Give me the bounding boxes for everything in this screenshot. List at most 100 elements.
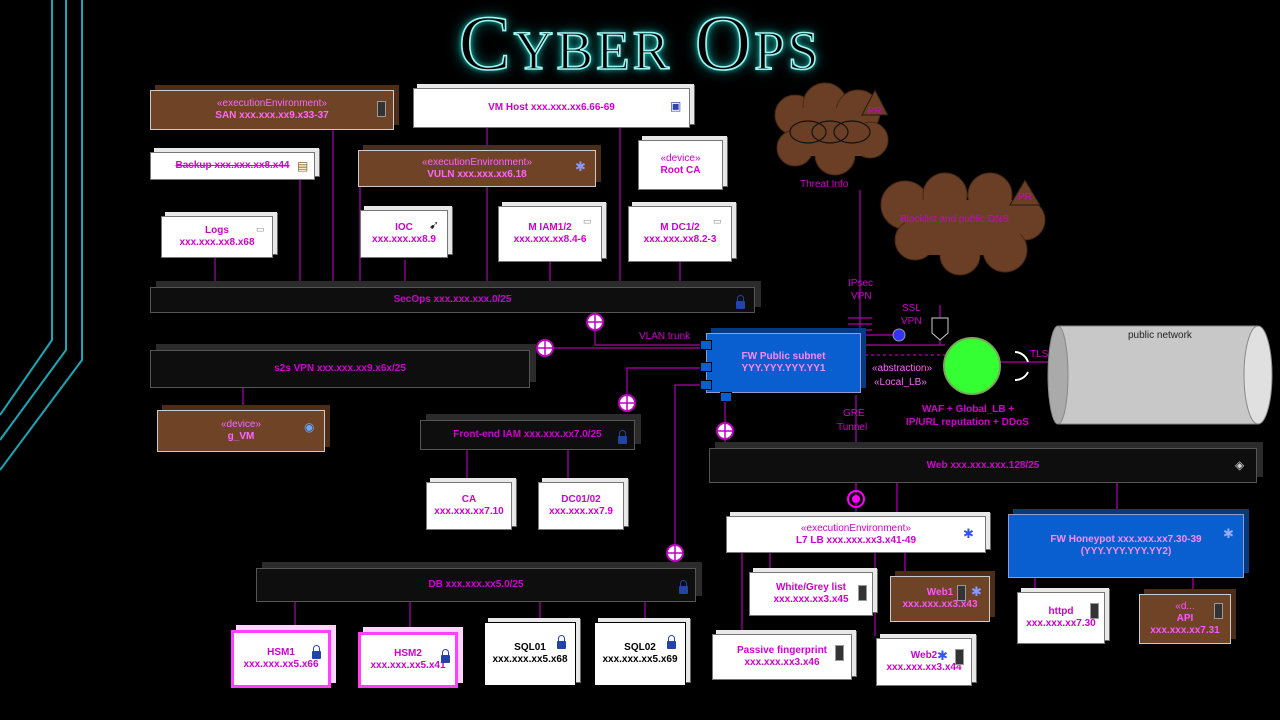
- root-ca-name: Root CA: [660, 165, 701, 176]
- backup-node[interactable]: Backup xxx.xxx.xx8.x44 ▤: [150, 152, 315, 180]
- logs-name: Logs: [205, 225, 229, 236]
- dc0102-ip: xxx.xxx.xx7.9: [549, 506, 613, 517]
- server-icon: [957, 585, 966, 601]
- gre-label-2: Tunnel: [837, 422, 868, 433]
- m-iam-ip: xxx.xxx.xx8.4-6: [513, 234, 587, 245]
- web2-ip: xxx.xxx.xx3.x44: [886, 662, 962, 673]
- decorative-lines: [0, 0, 83, 471]
- vm-icon: ▣: [670, 99, 682, 113]
- g-vm-stereotype: «device»: [220, 419, 262, 430]
- m-iam-name: M IAM1/2: [528, 222, 572, 233]
- globe-icon: ◉: [304, 420, 315, 434]
- fw-public-name: FW Public subnet: [741, 351, 826, 362]
- blacklist-cloud: [880, 172, 1046, 276]
- gear-icon: ✱: [1223, 526, 1234, 541]
- cursor-icon: ➹: [429, 218, 440, 232]
- vuln-node[interactable]: «executionEnvironment»VULN xxx.xxx.xx6.1…: [358, 150, 596, 187]
- root-ca-node[interactable]: «device»Root CA: [638, 140, 723, 190]
- web2-name: Web2: [910, 650, 938, 661]
- server-icon: [1090, 603, 1099, 619]
- logs-ip: xxx.xxx.xx8.x68: [179, 237, 255, 248]
- network-icon: ▭: [583, 216, 592, 226]
- fw-port-4: [720, 392, 732, 402]
- web1-name: Web1: [926, 587, 954, 598]
- vuln-name: VULN xxx.xxx.xx6.18: [427, 168, 527, 180]
- server-icon: [858, 585, 867, 601]
- ipsec-label-2: VPN: [851, 291, 872, 302]
- sql01-ip: xxx.xxx.xx5.x68: [492, 654, 568, 665]
- passive-fingerprint-name: Passive fingerprint: [736, 645, 828, 656]
- gear-icon: ✱: [963, 526, 974, 541]
- network-icon: ▭: [256, 224, 265, 234]
- web-subnet[interactable]: Web xxx.xxx.xxx.128/25 ◈: [709, 448, 1257, 483]
- gear-icon: ✱: [575, 159, 586, 174]
- waf-balancer-node: [943, 337, 1001, 395]
- server-icon: [835, 645, 844, 661]
- lock-icon: [557, 635, 566, 649]
- secops-subnet[interactable]: SecOps xxx.xxx.xxx.0/25: [150, 287, 755, 313]
- threat-info-cloud: [774, 82, 889, 176]
- g-vm-node[interactable]: «device»g_VM ◉: [157, 410, 325, 452]
- lock-icon: [667, 635, 676, 649]
- root-ca-stereotype: «device»: [660, 153, 701, 164]
- ssl-label-2: VPN: [901, 316, 922, 327]
- lock-icon: [441, 649, 450, 663]
- vm-host-name: VM Host xxx.xxx.xx6.66-69: [488, 102, 615, 113]
- blacklist-label: Blacklist and public DNS: [900, 214, 1009, 225]
- passive-fingerprint-ip: xxx.xxx.xx3.x46: [744, 657, 820, 668]
- ssl-label-1: SSL: [902, 303, 921, 314]
- httpd-ip: xxx.xxx.xx7.30: [1026, 618, 1096, 629]
- ca-name: CA: [461, 494, 477, 505]
- httpd-name: httpd: [1048, 606, 1074, 617]
- s2s-vpn-subnet[interactable]: s2s VPN xxx.xxx.xx9.x6x/25: [150, 350, 530, 388]
- hsm1-name: HSM1: [267, 647, 295, 658]
- server-icon: [1214, 603, 1223, 619]
- white-grey-list-name: White/Grey list: [775, 582, 846, 593]
- threat-info-label: Threat Info: [800, 179, 849, 190]
- sql02-name: SQL02: [624, 642, 656, 653]
- ioc-ip: xxx.xxx.xx8.9: [372, 234, 436, 245]
- fw-port-3: [700, 380, 712, 390]
- db-subnet[interactable]: DB xxx.xxx.xx5.0/25: [256, 568, 696, 602]
- waf-label-1: WAF + Global_LB +: [922, 404, 1015, 415]
- ioc-name: IOC: [395, 222, 413, 233]
- l7-lb-node[interactable]: «executionEnvironment»L7 LB xxx.xxx.xx3.…: [726, 516, 986, 553]
- db-name: DB xxx.xxx.xx5.0/25: [428, 579, 524, 590]
- vm-host-node[interactable]: VM Host xxx.xxx.xx6.66-69 ▣: [413, 88, 690, 128]
- storage-icon: ▤: [297, 159, 309, 173]
- san-node[interactable]: «executionEnvironment»SAN xxx.xxx.xx9.x3…: [150, 90, 394, 130]
- web-name: Web xxx.xxx.xxx.128/25: [926, 459, 1040, 471]
- vuln-stereotype: «executionEnvironment»: [421, 156, 533, 168]
- fw-port-2: [700, 362, 712, 372]
- vlan-trunk-label: VLAN trunk: [639, 331, 691, 342]
- gear-icon: ✱: [971, 584, 982, 599]
- fw-honeypot-node[interactable]: FW Honeypot xxx.xxx.xx7.30-39(YYY.YYY.YY…: [1008, 514, 1244, 578]
- page-title: Cyber Ops: [458, 0, 822, 87]
- api-stereotype: «d...: [1175, 601, 1195, 612]
- l7-lb-name: L7 LB xxx.xxx.xx3.x41-49: [795, 534, 917, 546]
- api-ip: xxx.xxx.xx7.31: [1150, 625, 1220, 636]
- fw-honeypot-name: FW Honeypot xxx.xxx.xx7.30-39: [1050, 534, 1202, 545]
- waf-label-2: IP/URL reputation + DDoS: [906, 417, 1029, 428]
- frontend-iam-name: Front-end IAM xxx.xxx.xx7.0/25: [453, 429, 602, 440]
- api-name: API: [1176, 613, 1194, 624]
- frontend-iam-subnet[interactable]: Front-end IAM xxx.xxx.xx7.0/25: [420, 420, 635, 450]
